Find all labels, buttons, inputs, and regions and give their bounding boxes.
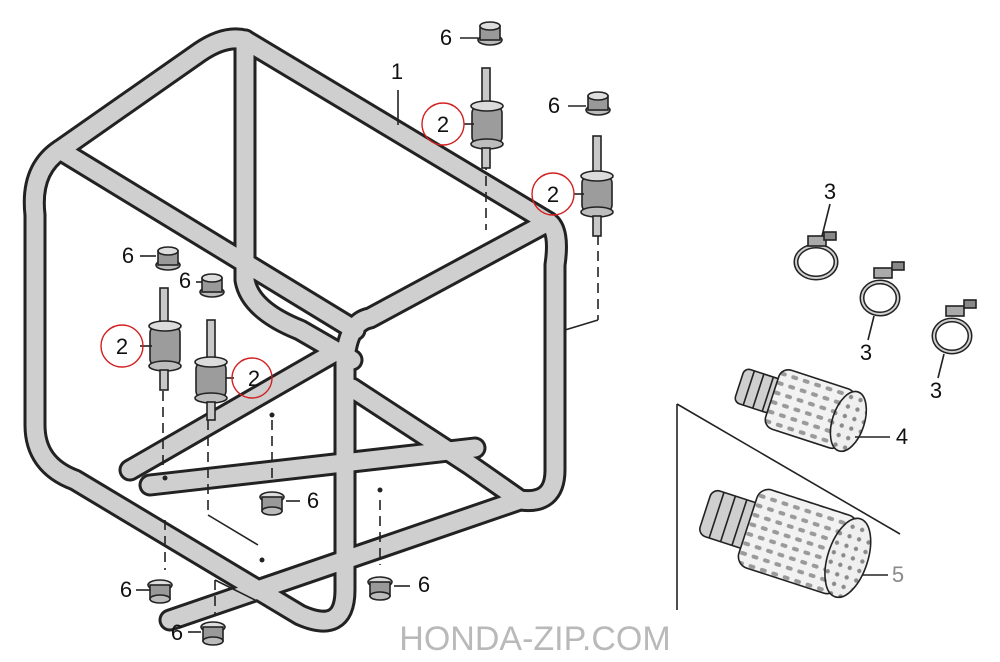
- label-strainer-alt: 5: [892, 562, 904, 587]
- label-mount-rubber: 2: [248, 366, 260, 391]
- label-leaders: [136, 37, 945, 633]
- highlight-circle-2: [531, 172, 575, 216]
- mount-rubber-right: [580, 135, 614, 237]
- label-flange-nut: 6: [120, 577, 132, 602]
- label-flange-nut: 6: [418, 572, 430, 597]
- leader-lines: [162, 90, 901, 615]
- mount-rubber-top: [470, 67, 504, 169]
- flange-nuts: [147, 21, 611, 646]
- frame-part: [22, 27, 568, 633]
- highlight-circle-3: [100, 324, 144, 368]
- label-flange-nut: 6: [122, 243, 134, 268]
- highlight-circle-1: [421, 102, 465, 146]
- strainer-part-5: [699, 488, 872, 599]
- flange-nut-upper-right: [585, 91, 611, 116]
- label-flange-nut: 6: [179, 268, 191, 293]
- highlight-circles: [100, 102, 575, 399]
- label-flange-nut: 6: [440, 25, 452, 50]
- hose-clamp-1: [793, 231, 839, 281]
- mount-rubber-center: [194, 319, 228, 421]
- flange-nut-top: [477, 21, 503, 46]
- flange-nut-middle: [259, 491, 285, 516]
- watermark: HONDA-ZIP.COM: [399, 620, 670, 658]
- label-strainer: 4: [896, 424, 908, 449]
- label-frame: 1: [391, 59, 403, 84]
- label-hose-clamp: 3: [860, 340, 872, 365]
- label-flange-nut: 6: [548, 93, 560, 118]
- label-hose-clamp: 3: [824, 179, 836, 204]
- part-labels: 1 2 2 2 2 3 3 3 4 5 6 6 6 6 6 6 6 6: [116, 25, 942, 645]
- flange-nut-bottom: [200, 621, 226, 646]
- label-mount-rubber: 2: [116, 334, 128, 359]
- strainer-part-4: [734, 368, 868, 453]
- flange-nut-left-1: [155, 246, 181, 271]
- highlight-circle-4: [231, 357, 273, 399]
- label-hose-clamp: 3: [930, 378, 942, 403]
- mount-rubber-left: [148, 287, 182, 391]
- flange-nut-right-bottom: [367, 576, 393, 601]
- hose-clamp-2: [859, 261, 905, 317]
- label-flange-nut: 6: [307, 488, 319, 513]
- label-flange-nut: 6: [171, 620, 183, 645]
- hose-clamp-3: [931, 299, 977, 355]
- flange-nut-left-2: [199, 273, 225, 298]
- label-mount-rubber: 2: [437, 112, 449, 137]
- flange-nut-left-bottom: [147, 579, 173, 604]
- label-mount-rubber: 2: [547, 182, 559, 207]
